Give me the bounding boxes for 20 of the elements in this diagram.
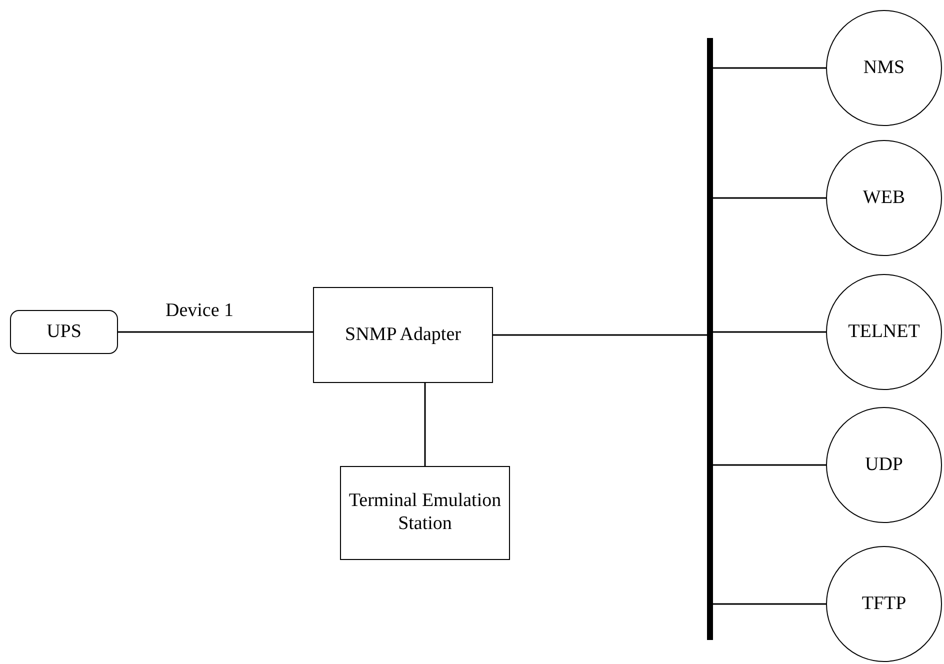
node-label: UPS [46,320,82,344]
connector-line [424,383,426,466]
connector-line [713,197,826,199]
connector-line [713,67,826,69]
node-label: WEB [862,186,906,210]
node-label: TELNET [847,320,921,344]
device-box [10,310,118,354]
connector-line [713,331,826,333]
connector-line [713,464,826,466]
connector-line [713,603,826,605]
process-box [340,466,510,560]
network-bus-bar [707,38,713,640]
node-label: TFTP [860,592,908,616]
node-label: SNMP Adapter [344,324,462,346]
connector-line [118,331,313,333]
node-label: Terminal Emulation Station [348,490,502,536]
node-label: NMS [862,56,906,80]
connector-line [493,334,707,336]
node-label: UDP [864,454,904,476]
process-box [313,287,493,383]
